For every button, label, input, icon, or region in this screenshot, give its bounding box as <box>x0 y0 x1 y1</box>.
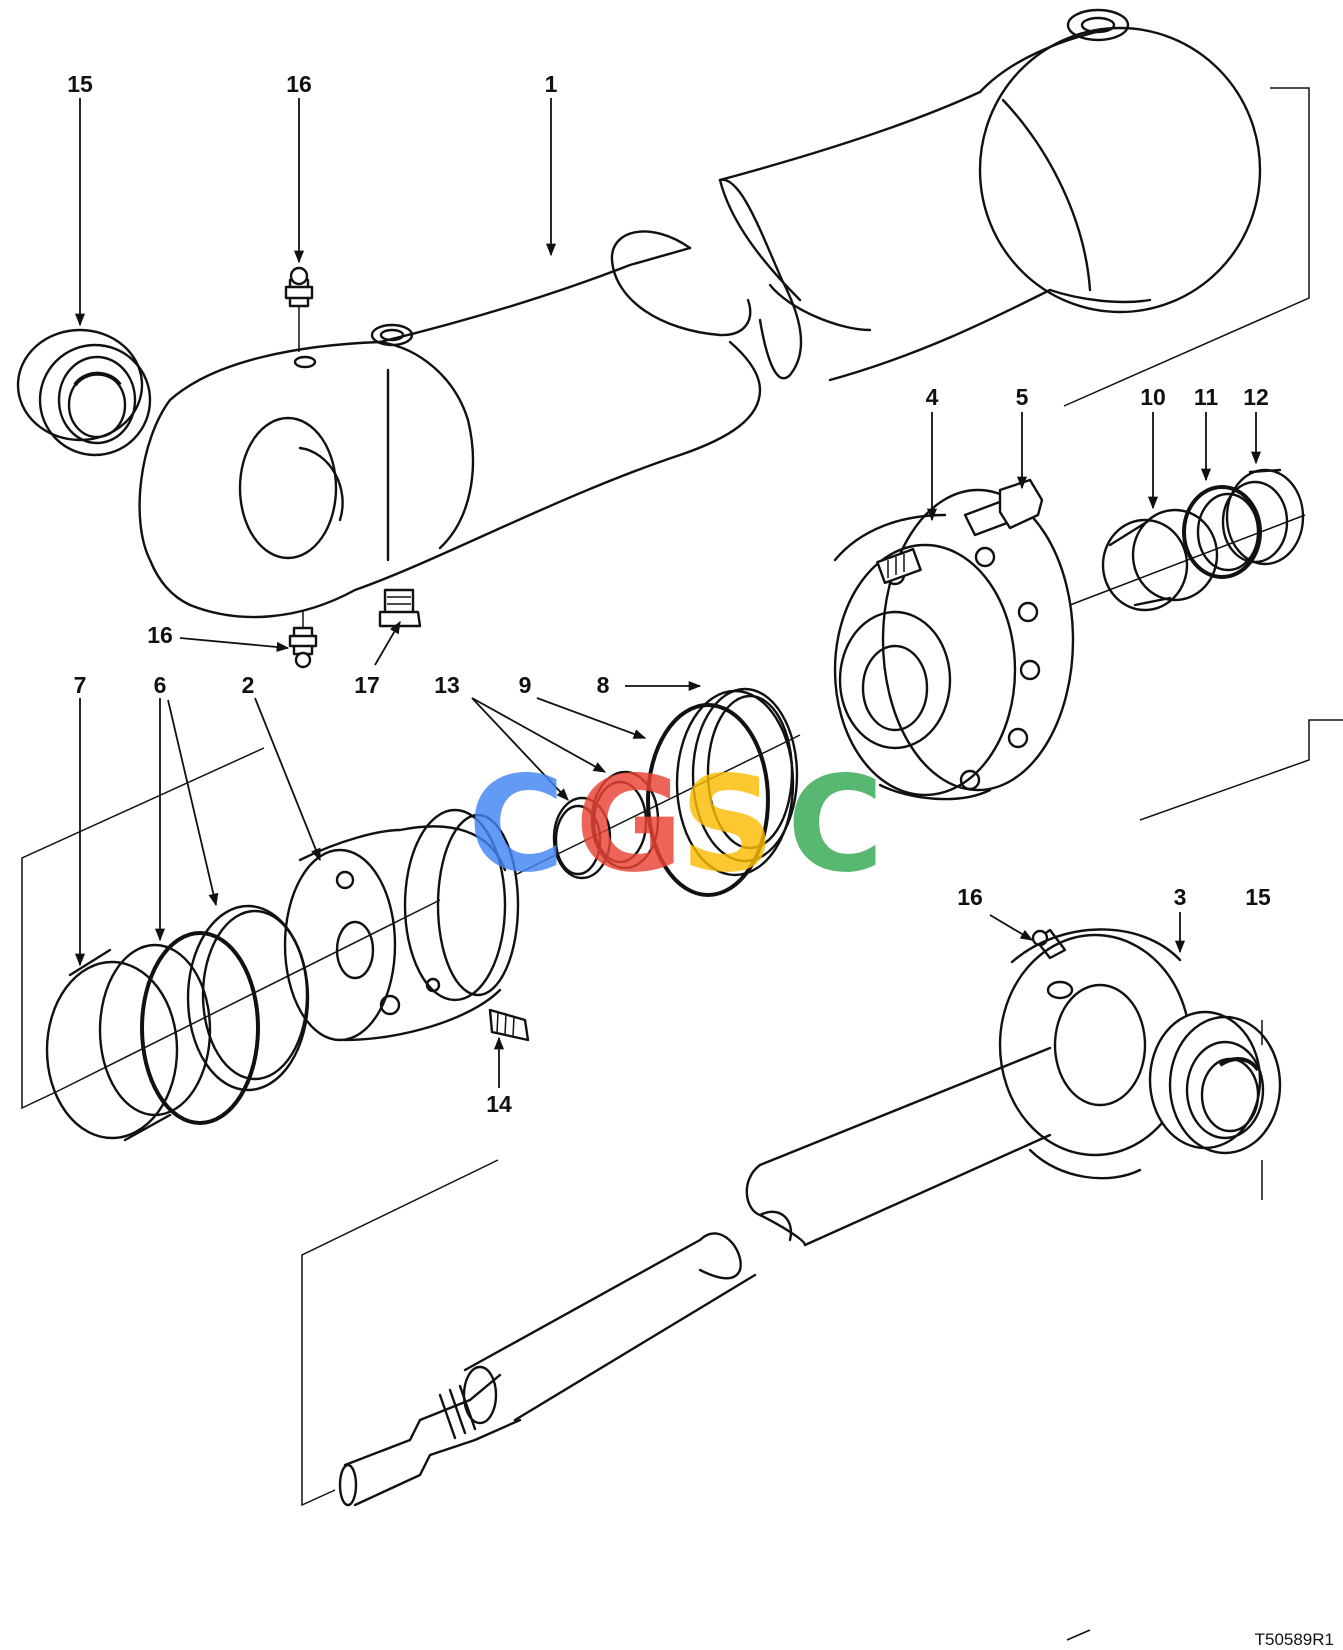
callout-17: 17 <box>354 672 380 698</box>
wiper-12 <box>1221 468 1305 566</box>
callout-11: 11 <box>1194 384 1219 410</box>
assembly-frame-lines <box>21 87 1343 1641</box>
wear-ring-7 <box>45 943 212 1142</box>
callout-16-rod: 16 <box>957 884 983 910</box>
piston-2 <box>283 808 520 1042</box>
callout-15-rod: 15 <box>1245 884 1271 910</box>
callout-13: 13 <box>434 672 460 698</box>
callout-6: 6 <box>154 672 167 698</box>
watermark-letter-3: S <box>680 748 775 902</box>
bolt-5 <box>963 478 1044 537</box>
seal-rings-6 <box>140 904 310 1125</box>
spherical-bearing-15-top <box>16 328 152 457</box>
cylinder-barrel <box>138 8 1262 619</box>
callout-9: 9 <box>519 672 532 698</box>
callout-1: 1 <box>545 71 558 97</box>
callout-7: 7 <box>74 672 87 698</box>
piston-rod-3 <box>338 1046 1052 1507</box>
callout-10: 10 <box>1140 384 1166 410</box>
callout-3: 3 <box>1174 884 1187 910</box>
callout-labels: 15 16 1 16 17 4 5 10 11 12 7 6 2 13 9 8 … <box>67 71 1271 1117</box>
callout-12: 12 <box>1243 384 1269 410</box>
callout-8: 8 <box>597 672 610 698</box>
watermark-letter-4: C <box>787 748 884 902</box>
axis-head <box>1069 514 1306 606</box>
callout-4: 4 <box>926 384 939 410</box>
grease-fitting-16-top <box>284 266 314 352</box>
callout-14: 14 <box>486 1091 512 1117</box>
axis-seals <box>59 899 441 1091</box>
watermark-logo: C G S C <box>468 748 884 902</box>
callout-2: 2 <box>242 672 255 698</box>
watermark-letter-1: C <box>468 748 565 902</box>
seal-11 <box>1182 485 1262 579</box>
o-ring-9 <box>646 703 770 897</box>
callout-15-top: 15 <box>67 71 93 97</box>
watermark-letter-2: G <box>575 748 683 902</box>
axis-piston <box>514 734 801 876</box>
spherical-bearing-15-rod-eye <box>1148 1010 1282 1155</box>
figure-id: T50589R1 <box>1255 1630 1334 1649</box>
cylinder-head-4 <box>833 488 1075 801</box>
callout-16-bottom: 16 <box>147 622 173 648</box>
plug-17 <box>378 588 422 628</box>
set-screw-14 <box>488 1008 530 1042</box>
grease-fitting-16-bottom <box>288 610 318 669</box>
ring-8 <box>675 687 799 877</box>
callout-5: 5 <box>1016 384 1029 410</box>
callout-16-top: 16 <box>286 71 312 97</box>
bushing-10 <box>1101 508 1219 612</box>
leader-lines <box>74 98 1262 1088</box>
backup-rings-13 <box>552 770 660 880</box>
